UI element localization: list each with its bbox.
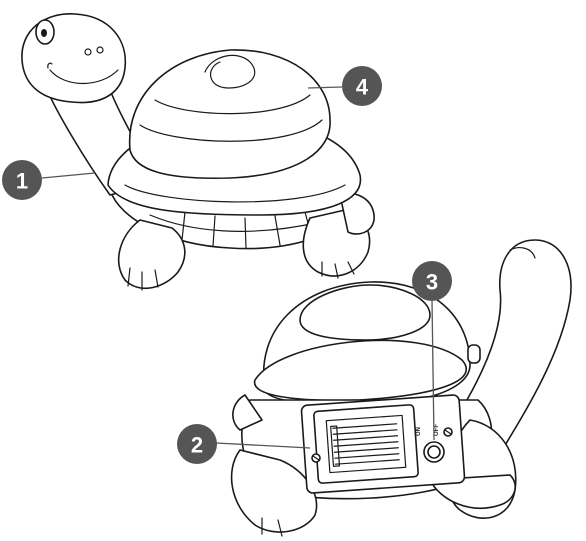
callout-3-label: 3 — [426, 270, 438, 295]
back-turtle-tail — [468, 345, 480, 363]
callout-2-label: 2 — [191, 433, 203, 458]
callout-4-label: 4 — [356, 75, 369, 100]
turtle-front-view — [22, 14, 374, 290]
switch-on-label: ON — [416, 427, 422, 436]
callout-1: 1 — [2, 160, 95, 200]
switch-off-label: OFF — [434, 424, 440, 436]
callout-1-label: 1 — [16, 169, 28, 194]
turtle-back-view: ON OFF — [232, 240, 571, 536]
battery-compartment: ON OFF — [301, 395, 465, 494]
